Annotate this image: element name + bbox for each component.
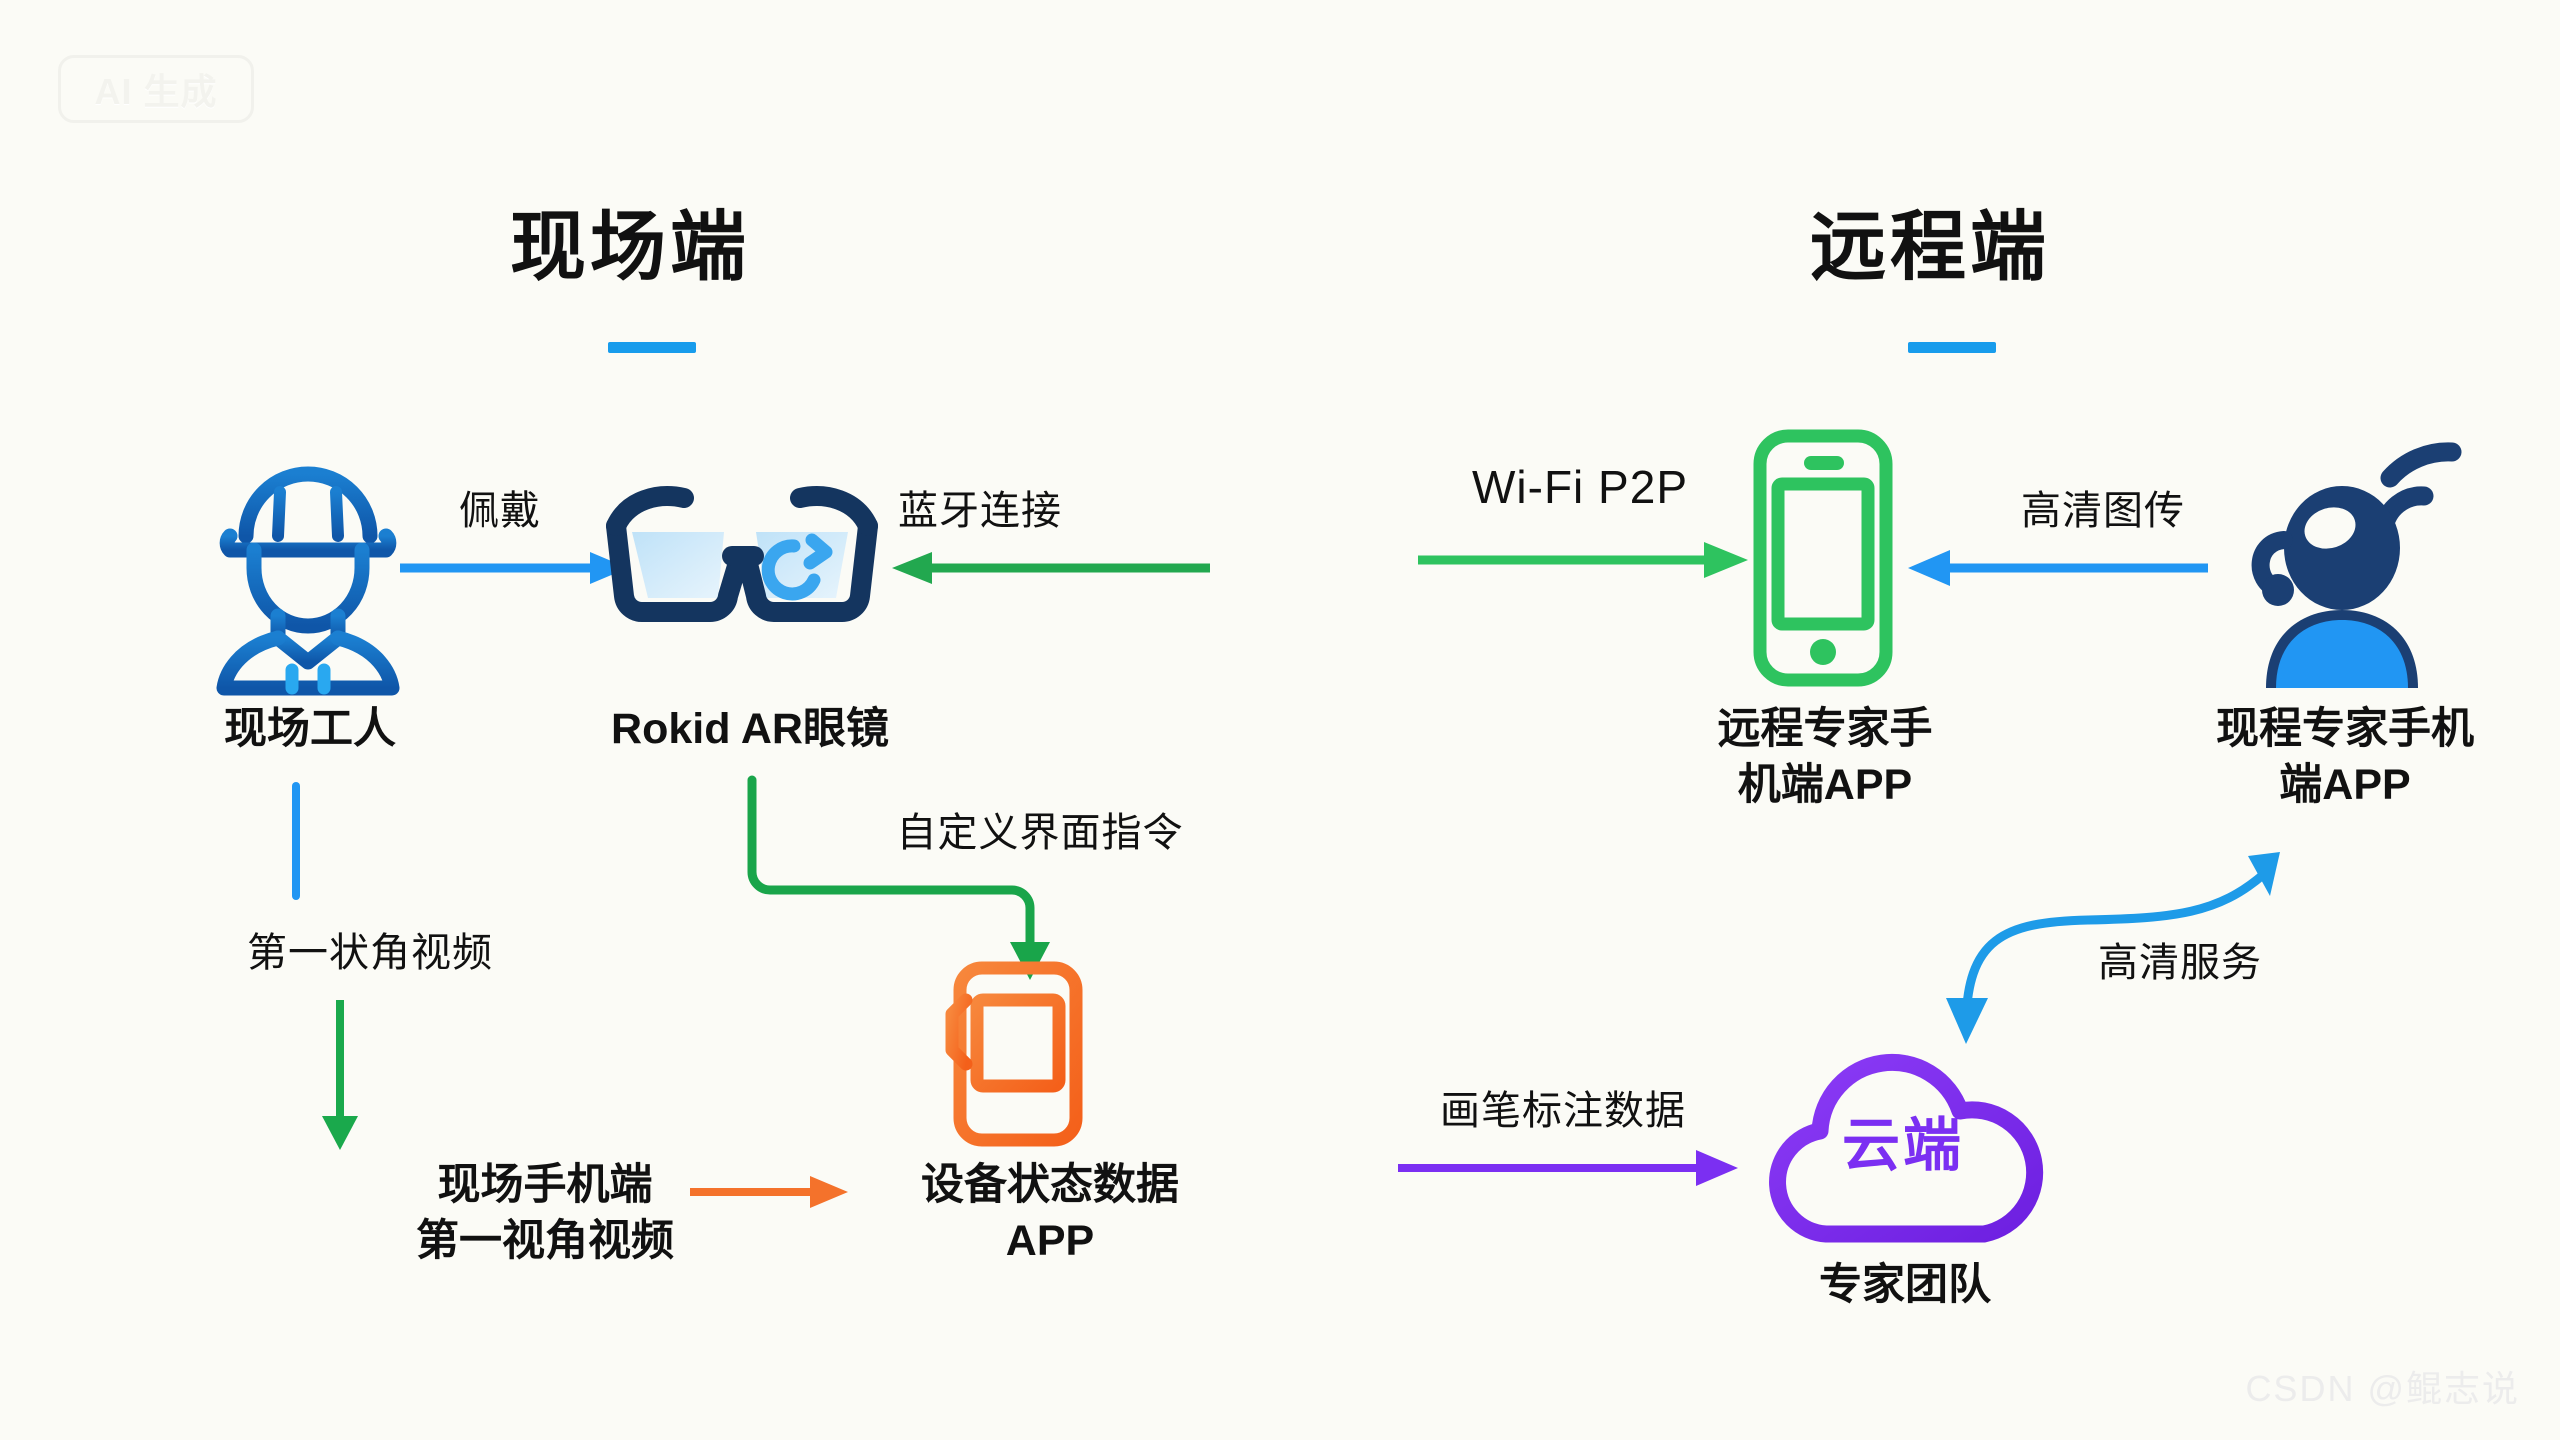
section-underline-onsite bbox=[608, 342, 696, 353]
arrow-wifi-p2p bbox=[1418, 540, 1748, 580]
expert-label-line1: 现程专家手机 bbox=[2216, 705, 2474, 753]
ai-generated-watermark-badge: AI 生成 bbox=[58, 55, 254, 123]
remote-phone-label-line1: 远程专家手 bbox=[1717, 705, 1933, 753]
section-title-remote: 远程端 bbox=[1810, 205, 2050, 290]
edge-label-ui-command: 自定义界面指令 bbox=[896, 811, 1184, 855]
edge-label-hd-service: 高清服务 bbox=[2098, 941, 2262, 985]
onsite-phone-label-line2: 第一视角视频 bbox=[416, 1216, 674, 1265]
arrow-bluetooth bbox=[890, 548, 1210, 588]
edge-label-bluetooth: 蓝牙连接 bbox=[898, 489, 1062, 533]
arrow-wear bbox=[400, 548, 630, 588]
arrow-hd-video bbox=[1908, 548, 2208, 588]
section-underline-remote bbox=[1908, 342, 1996, 353]
arrow-fpv bbox=[310, 1000, 370, 1150]
ar-glasses-icon bbox=[598, 470, 888, 630]
cloud-inner-label: 云端 bbox=[1841, 1113, 1964, 1178]
onsite-phone-label: 现场手机端 第一视角视频 bbox=[330, 1158, 760, 1270]
ar-glasses-label: Rokid AR眼镜 bbox=[611, 705, 889, 753]
green-phone-icon bbox=[1748, 428, 1898, 688]
device-app-label: 设备状态数据 APP bbox=[840, 1158, 1260, 1270]
edge-label-hd-video: 高清图传 bbox=[2021, 489, 2185, 533]
remote-phone-label: 远程专家手 机端APP bbox=[1620, 702, 2030, 814]
expert-label-line2: 端APP bbox=[2279, 760, 2411, 809]
cloud-label: 专家团队 bbox=[1819, 1261, 1991, 1309]
remote-phone-label-line2: 机端APP bbox=[1737, 760, 1913, 809]
edge-label-annotation: 画笔标注数据 bbox=[1440, 1089, 1686, 1133]
csdn-author-watermark: CSDN @鲲志说 bbox=[2245, 1368, 2520, 1409]
section-title-onsite: 现场端 bbox=[510, 205, 750, 290]
onsite-phone-label-line1: 现场手机端 bbox=[437, 1161, 653, 1209]
arrow-ui-command bbox=[722, 775, 1142, 1010]
expert-headset-icon bbox=[2222, 440, 2462, 688]
cloud-icon bbox=[1748, 1044, 2058, 1254]
worker-label: 现场工人 bbox=[224, 705, 396, 753]
device-app-label-line2: APP bbox=[1005, 1216, 1095, 1265]
arrow-status-flow bbox=[690, 1172, 850, 1212]
edge-label-wifi-p2p: Wi-Fi P2P bbox=[1472, 461, 1688, 513]
arrow-annotation bbox=[1398, 1148, 1738, 1188]
arrow-hd-service bbox=[1918, 852, 2348, 1112]
edge-label-fpv: 第一状角视频 bbox=[247, 931, 493, 975]
expert-label: 现程专家手机 端APP bbox=[2140, 702, 2550, 814]
orange-phone-icon bbox=[930, 958, 1090, 1148]
device-app-label-line1: 设备状态数据 bbox=[921, 1161, 1179, 1209]
edge-label-wear: 佩戴 bbox=[459, 489, 541, 533]
construction-worker-icon bbox=[208, 448, 408, 696]
connector-worker-down bbox=[288, 782, 304, 900]
